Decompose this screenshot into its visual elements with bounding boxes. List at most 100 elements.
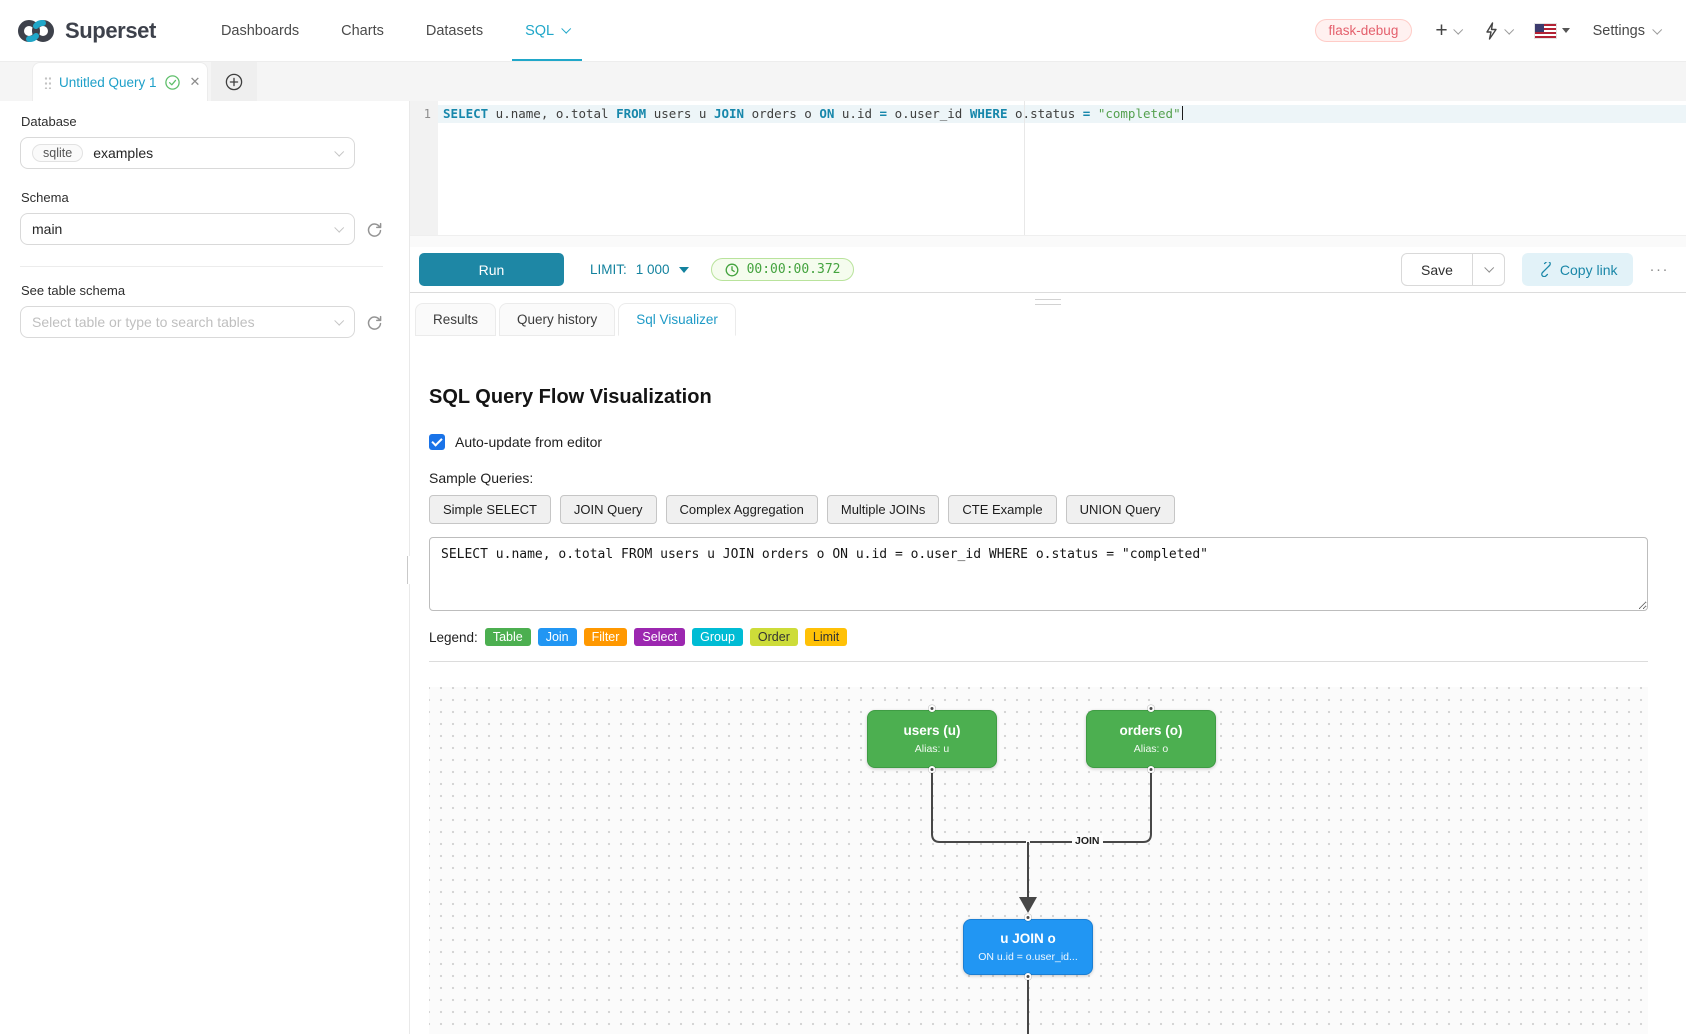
pane-drag-handle[interactable] xyxy=(1035,299,1061,305)
nav-item-charts[interactable]: Charts xyxy=(320,0,405,61)
new-query-tab-button[interactable] xyxy=(211,62,257,101)
legend-chip-order: Order xyxy=(749,628,798,646)
us-flag-icon xyxy=(1533,22,1557,39)
node-handle-bottom[interactable] xyxy=(928,766,936,773)
save-options-button[interactable] xyxy=(1471,254,1504,285)
main-split: Database sqlite examples Schema main xyxy=(0,101,1686,1034)
flow-node-users[interactable]: users (u)Alias: u xyxy=(867,705,997,773)
sidebar-divider xyxy=(20,266,383,267)
sample-query-button-union-query[interactable]: UNION Query xyxy=(1065,495,1175,524)
environment-badge: flask-debug xyxy=(1314,19,1413,42)
nav-item-sql[interactable]: SQL xyxy=(504,0,590,61)
chevron-down-icon xyxy=(1652,24,1663,35)
drag-grip-icon[interactable] xyxy=(44,75,51,89)
sql-code-line: SELECT u.name, o.total FROM users u JOIN… xyxy=(438,105,1686,123)
copy-link-button[interactable]: Copy link xyxy=(1521,253,1633,286)
superset-logo-icon xyxy=(16,17,56,45)
sample-query-button-multiple-joins[interactable]: Multiple JOINs xyxy=(826,495,940,524)
chevron-down-icon xyxy=(334,146,345,157)
nav-item-label: Charts xyxy=(341,22,384,39)
node-title: users (u) xyxy=(903,723,961,738)
nav-item-datasets[interactable]: Datasets xyxy=(405,0,504,61)
chevron-down-icon xyxy=(334,222,345,233)
database-select[interactable]: sqlite examples xyxy=(20,137,355,169)
main-nav: Dashboards Charts Datasets SQL xyxy=(200,0,590,61)
sample-query-button-simple-select[interactable]: Simple SELECT xyxy=(429,495,551,524)
schema-select[interactable]: main xyxy=(20,213,355,245)
flow-edges xyxy=(931,771,1152,1034)
toolbar-right: Save Copy link ··· xyxy=(1400,253,1669,286)
sample-query-button-join-query[interactable]: JOIN Query xyxy=(559,495,657,524)
settings-label: Settings xyxy=(1592,22,1645,39)
top-navbar: Superset Dashboards Charts Datasets SQL fla… xyxy=(0,0,1686,62)
table-search-select[interactable]: Select table or type to search tables xyxy=(20,306,355,338)
node-handle-top[interactable] xyxy=(1024,914,1032,921)
sql-token: WHERE xyxy=(969,106,1008,121)
sql-token: FROM xyxy=(616,106,647,121)
sql-token: SELECT xyxy=(443,106,489,121)
limit-dropdown[interactable]: LIMIT: 1 000 xyxy=(590,262,689,277)
sql-code-editor[interactable]: 1 SELECT u.name, o.total FROM users u JO… xyxy=(410,101,1686,235)
table-schema-label: See table schema xyxy=(21,283,126,298)
superset-brand[interactable]: Superset xyxy=(16,0,156,61)
table-search-placeholder: Select table or type to search tables xyxy=(32,314,255,330)
auto-update-checkbox[interactable] xyxy=(429,434,445,450)
new-item-menu[interactable]: + xyxy=(1435,19,1463,42)
node-handle-top[interactable] xyxy=(928,705,936,712)
legend-chip-filter: Filter xyxy=(583,628,628,646)
node-handle-bottom[interactable] xyxy=(1147,766,1155,773)
close-icon[interactable]: ✕ xyxy=(189,74,201,89)
sample-query-buttons: Simple SELECT JOIN Query Complex Aggregati… xyxy=(429,495,1648,524)
more-actions-button[interactable]: ··· xyxy=(1649,261,1669,278)
nav-item-label: SQL xyxy=(525,22,555,39)
content-divider xyxy=(429,661,1648,662)
editor-toolbar: Run LIMIT: 1 000 00:00:00.372 Save xyxy=(410,247,1686,293)
database-row: sqlite examples xyxy=(20,137,383,169)
query-search-menu[interactable] xyxy=(1484,21,1514,40)
run-button[interactable]: Run xyxy=(419,253,564,286)
sql-input-textarea[interactable]: SELECT u.name, o.total FROM users u JOIN… xyxy=(429,537,1648,611)
save-button[interactable]: Save xyxy=(1420,261,1453,278)
tab-sql-visualizer[interactable]: Sql Visualizer xyxy=(618,303,736,336)
sql-token: "completed" xyxy=(1097,106,1181,121)
sql-token: JOIN xyxy=(713,106,745,121)
refresh-schemas-button[interactable] xyxy=(366,221,383,238)
chevron-down-icon xyxy=(334,315,345,326)
node-handle-top[interactable] xyxy=(1147,705,1155,712)
refresh-tables-button[interactable] xyxy=(366,314,383,331)
language-picker[interactable] xyxy=(1533,22,1570,39)
editor-code-area[interactable]: SELECT u.name, o.total FROM users u JOIN… xyxy=(438,101,1686,235)
sample-queries-label: Sample Queries: xyxy=(429,470,534,486)
database-engine-badge: sqlite xyxy=(32,144,84,162)
link-icon xyxy=(1541,262,1551,277)
editor-horizontal-scrollbar[interactable] xyxy=(410,235,1686,247)
caret-down-icon xyxy=(1561,28,1570,33)
sql-token: ON xyxy=(819,106,835,121)
nav-item-dashboards[interactable]: Dashboards xyxy=(200,0,320,61)
plus-circle-icon xyxy=(225,73,243,91)
node-handle-bottom[interactable] xyxy=(1024,973,1032,980)
sample-query-button-complex-aggregation[interactable]: Complex Aggregation xyxy=(665,495,818,524)
tab-results[interactable]: Results xyxy=(415,303,497,336)
limit-label: LIMIT: xyxy=(590,262,627,277)
sql-token: u.id xyxy=(834,106,880,121)
plus-icon: + xyxy=(1435,19,1448,42)
database-label: Database xyxy=(21,114,77,129)
check-circle-icon xyxy=(164,74,180,90)
flow-node-orders[interactable]: orders (o)Alias: o xyxy=(1086,705,1216,773)
sample-query-button-cte-example[interactable]: CTE Example xyxy=(948,495,1057,524)
editor-gutter: 1 xyxy=(410,101,438,235)
settings-menu[interactable]: Settings xyxy=(1592,22,1663,39)
sql-token: = xyxy=(879,106,888,121)
line-number: 1 xyxy=(423,107,431,121)
query-timer: 00:00:00.372 xyxy=(710,258,855,281)
schema-row: main xyxy=(20,213,383,245)
query-tab[interactable]: Untitled Query 1 ✕ xyxy=(32,62,208,101)
nav-item-label: Dashboards xyxy=(220,22,300,39)
save-split-button: Save xyxy=(1400,253,1505,286)
tab-query-history[interactable]: Query history xyxy=(499,303,616,336)
